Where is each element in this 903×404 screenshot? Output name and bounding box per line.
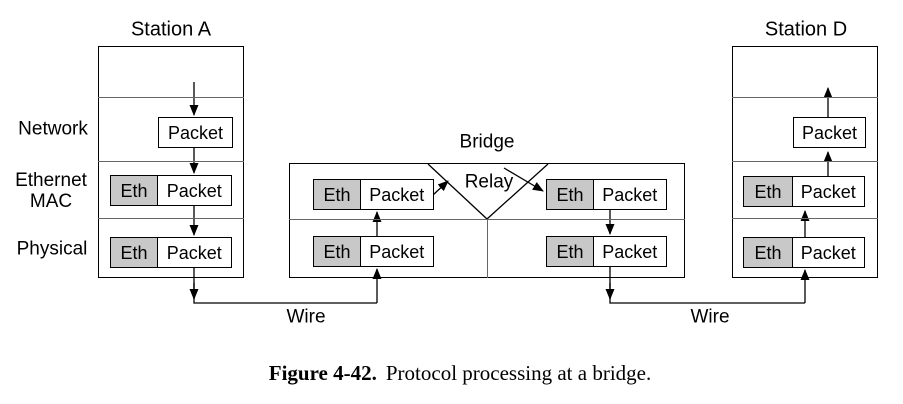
eth-header-label: Eth	[313, 236, 361, 267]
packet-label: Packet	[791, 237, 865, 268]
eth-header-label: Eth	[313, 179, 361, 210]
bridge-right-phy-frame: Eth Packet	[546, 236, 667, 267]
station-a-box	[98, 46, 244, 278]
figure-caption: Figure 4-42. Protocol processing at a bri…	[269, 361, 651, 386]
eth-header-label: Eth	[110, 175, 158, 206]
station-a-phy-frame: Eth Packet	[110, 237, 232, 268]
packet-label: Packet	[156, 175, 232, 206]
eth-header-label: Eth	[110, 237, 158, 268]
packet-label: Packet	[156, 237, 232, 268]
station-a-network-packet: Packet	[158, 117, 233, 148]
eth-header-label: Eth	[743, 237, 793, 268]
eth-header-label: Eth	[743, 176, 793, 207]
station-d-box	[732, 46, 878, 278]
bridge-left-phy-frame: Eth Packet	[313, 236, 434, 267]
layer-label-network: Network	[18, 118, 88, 140]
layer-label-mac: MAC	[29, 191, 73, 212]
packet-label: Packet	[359, 179, 434, 210]
station-d-title: Station D	[764, 18, 848, 41]
station-a-divider-1	[98, 97, 244, 98]
packet-label: Packet	[793, 117, 866, 148]
station-d-mac-frame: Eth Packet	[743, 176, 865, 207]
station-d-divider-1	[732, 97, 878, 98]
bridge-left-mac-frame: Eth Packet	[313, 179, 434, 210]
station-d-divider-2	[732, 161, 878, 162]
figure-caption-text: Protocol processing at a bridge.	[385, 361, 652, 385]
layer-label-physical: Physical	[16, 238, 88, 260]
station-a-divider-3	[98, 218, 244, 219]
station-d-divider-3	[732, 218, 878, 219]
layer-label-ethernet: Ethernet	[15, 170, 87, 191]
station-a-divider-2	[98, 161, 244, 162]
station-a-mac-frame: Eth Packet	[110, 175, 232, 206]
wire-label-right: Wire	[690, 306, 730, 328]
station-d-phy-frame: Eth Packet	[743, 237, 865, 268]
packet-label: Packet	[592, 236, 667, 267]
bridge-right-mac-frame: Eth Packet	[546, 179, 667, 210]
eth-header-label: Eth	[546, 236, 594, 267]
figure-caption-number: Figure 4-42.	[268, 361, 377, 385]
eth-header-label: Eth	[546, 179, 594, 210]
station-a-title: Station A	[130, 18, 212, 41]
wire-label-left: Wire	[286, 306, 326, 328]
packet-label: Packet	[359, 236, 434, 267]
packet-label: Packet	[158, 117, 233, 148]
packet-label: Packet	[791, 176, 865, 207]
packet-label: Packet	[592, 179, 667, 210]
relay-label: Relay	[464, 171, 514, 193]
station-d-network-packet: Packet	[793, 117, 866, 148]
layer-label-ethernet-mac: Ethernet MAC	[15, 170, 87, 212]
bridge-port-divider	[487, 219, 488, 278]
bridge-title: Bridge	[459, 131, 515, 153]
